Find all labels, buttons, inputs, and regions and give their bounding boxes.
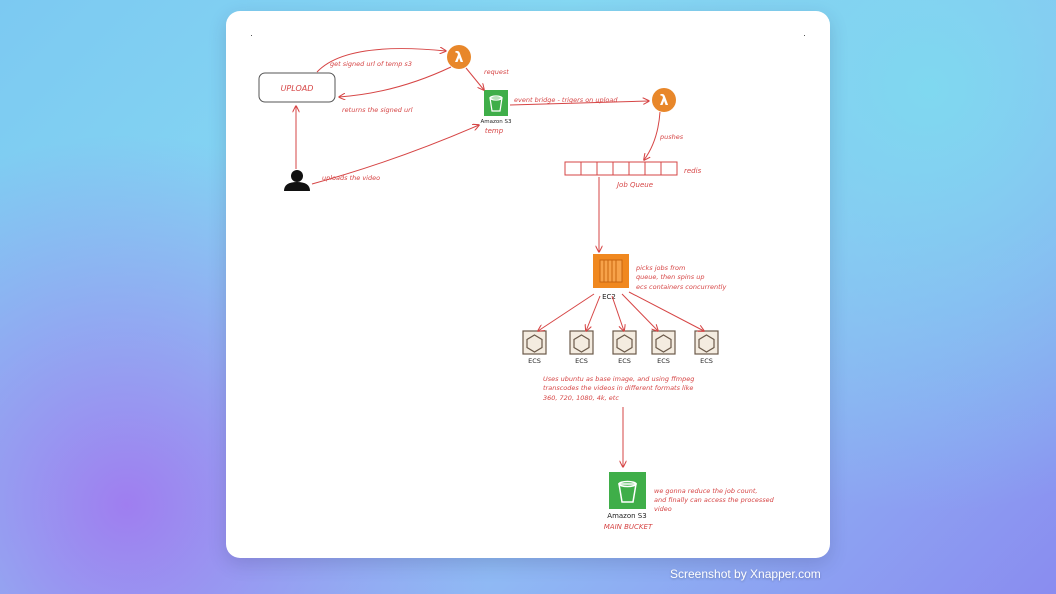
- lambda-icon[interactable]: λ: [652, 88, 676, 112]
- architecture-diagram: UPLOAD λ λ Amazon S3 temp: [251, 35, 805, 531]
- edge-label-event-bridge: event bridge - trigers on upload: [514, 96, 618, 104]
- edge-lambda-to-s3: [465, 67, 484, 90]
- edges: [296, 49, 704, 467]
- edge-label-request: request: [484, 68, 509, 76]
- s3-temp-service-label: Amazon S3: [481, 119, 512, 125]
- edge-ec2-to-ecs: [621, 293, 658, 331]
- edge-ec2-to-ecs: [611, 295, 624, 331]
- edge-lambda-to-queue: [644, 111, 661, 160]
- ec2-note: picks jobs from queue, then spins up ecs…: [635, 264, 726, 291]
- s3-main-service-label: Amazon S3: [607, 512, 646, 520]
- ecs-label: ECS: [528, 357, 541, 365]
- ecs-icon[interactable]: ECS: [651, 330, 676, 365]
- ecs-label: ECS: [575, 357, 588, 365]
- diagram-canvas: UPLOAD λ λ Amazon S3 temp: [226, 11, 830, 558]
- s3-bucket-icon: [609, 472, 646, 509]
- ecs-icon[interactable]: ECS: [612, 330, 637, 365]
- lambda-icon[interactable]: λ: [447, 45, 471, 69]
- edge-label-pushes: pushes: [659, 133, 684, 141]
- edge-upload-to-lambda: [316, 49, 446, 73]
- edge-label-uploads-video: uploads the video: [322, 174, 380, 182]
- user-icon[interactable]: [284, 170, 310, 191]
- edge-label-get-signed-url: get signed url of temp s3: [330, 60, 412, 68]
- job-queue-label: Job Queue: [615, 181, 653, 189]
- svg-text:λ: λ: [660, 93, 669, 109]
- upload-box-label: UPLOAD: [281, 84, 314, 93]
- queue-store-label: redis: [684, 167, 702, 175]
- ec2-label: EC2: [602, 293, 616, 301]
- watermark: Screenshot by Xnapper.com: [670, 567, 821, 581]
- edge-ec2-to-ecs: [586, 295, 601, 331]
- ec2-icon[interactable]: EC2: [593, 254, 629, 301]
- edge-label-returns-signed-url: returns the signed url: [342, 106, 413, 114]
- s3-temp-label: temp: [485, 127, 504, 135]
- edge-ec2-to-ecs: [628, 291, 704, 331]
- corner-mark: [804, 35, 805, 36]
- ecs-label: ECS: [618, 357, 631, 365]
- ecs-icon[interactable]: ECS: [694, 330, 719, 365]
- edge-user-to-s3: [311, 125, 479, 185]
- s3-main-bucket[interactable]: Amazon S3 MAIN BUCKET: [604, 472, 653, 531]
- edge-lambda-to-upload: [339, 66, 452, 97]
- ecs-label: ECS: [700, 357, 713, 365]
- ecs-icon[interactable]: ECS: [522, 330, 547, 365]
- s3-temp-bucket[interactable]: Amazon S3 temp: [481, 90, 512, 135]
- corner-mark: [251, 35, 252, 36]
- final-note: we gonna reduce the job count, and final…: [654, 487, 776, 513]
- s3-main-label: MAIN BUCKET: [604, 523, 653, 531]
- svg-text:λ: λ: [455, 50, 464, 66]
- job-queue[interactable]: Job Queue redis: [564, 161, 702, 189]
- transcode-note: Uses ubuntu as base image, and using ffm…: [543, 375, 696, 402]
- s3-bucket-icon: [484, 90, 508, 116]
- ecs-label: ECS: [657, 357, 670, 365]
- ecs-icon[interactable]: ECS: [569, 330, 594, 365]
- upload-box[interactable]: UPLOAD: [258, 72, 336, 103]
- edge-s3-to-lambda: [509, 101, 649, 106]
- edge-ec2-to-ecs: [538, 293, 595, 331]
